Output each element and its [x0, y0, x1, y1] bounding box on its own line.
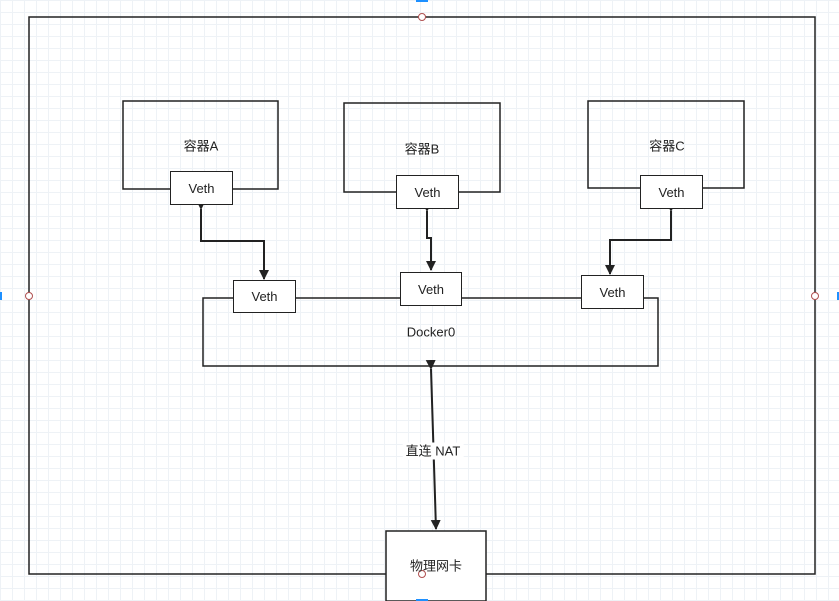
bridge-veth-c[interactable]: Veth	[581, 275, 644, 309]
container-a-veth[interactable]: Veth	[170, 171, 233, 205]
container-c-label: 容器C	[649, 138, 685, 154]
bridge-veth-a[interactable]: Veth	[233, 280, 296, 313]
selection-handle-left[interactable]	[25, 292, 33, 300]
selection-handle-bottom[interactable]	[418, 570, 426, 578]
container-c-veth[interactable]: Veth	[640, 175, 703, 209]
connector-c[interactable]	[605, 202, 676, 275]
connector-a[interactable]	[196, 200, 269, 280]
container-a-label: 容器A	[183, 138, 219, 154]
container-c-box[interactable]	[587, 100, 745, 189]
container-b-box[interactable]	[343, 102, 501, 193]
container-a-box[interactable]	[122, 100, 279, 190]
physical-nic-box[interactable]	[385, 530, 487, 601]
selection-handle-top[interactable]	[418, 13, 426, 21]
connector-b[interactable]	[422, 202, 436, 271]
container-b-veth[interactable]: Veth	[396, 175, 459, 209]
physical-nic-label: 物理网卡	[409, 558, 463, 574]
container-b-label: 容器B	[404, 141, 440, 157]
selection-handle-right[interactable]	[811, 292, 819, 300]
docker0-label: Docker0	[406, 324, 456, 340]
bridge-veth-b[interactable]: Veth	[400, 272, 462, 306]
nat-link-label: 直连 NAT	[402, 442, 464, 460]
